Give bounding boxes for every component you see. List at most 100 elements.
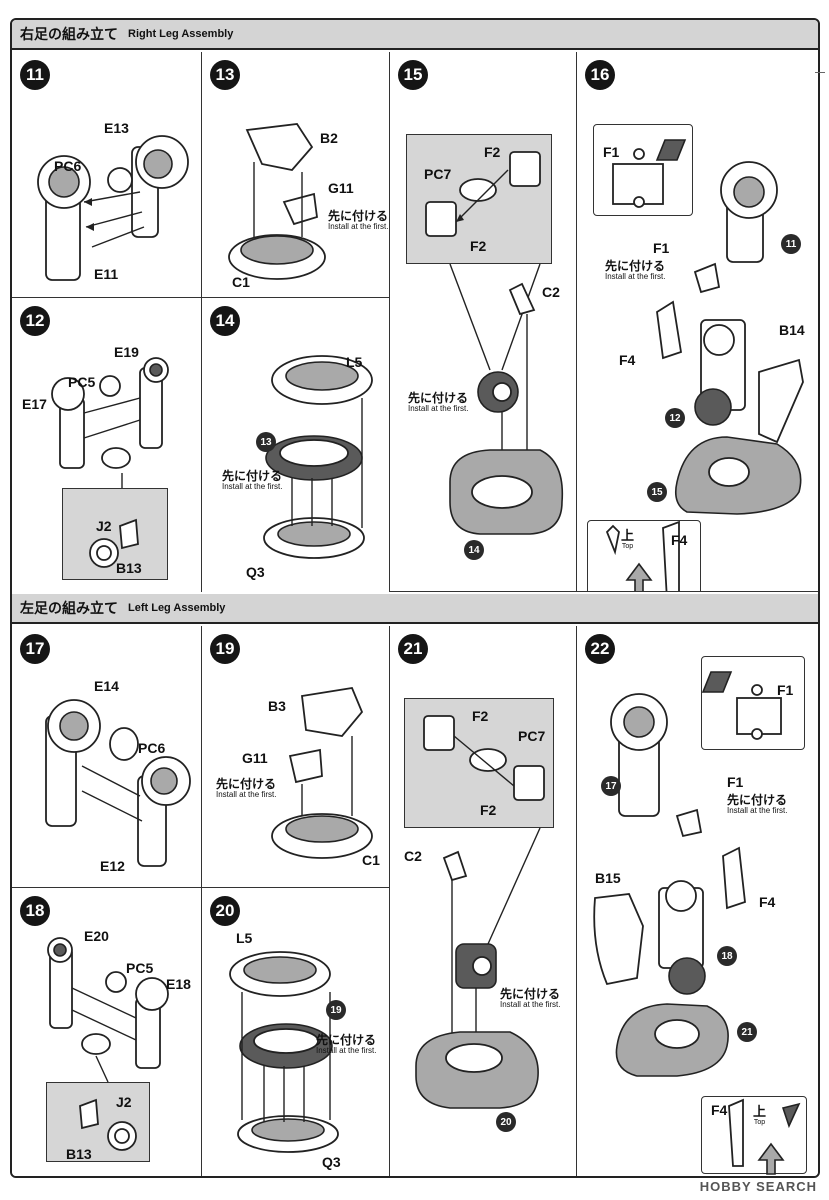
step-number-badge: 16 — [585, 60, 615, 90]
part-label: Q3 — [322, 1154, 341, 1170]
instruction-sheet: 右足の組み立て Right Leg Assembly 11 E13 PC6 E1… — [10, 18, 820, 1178]
part-label: B14 — [779, 322, 805, 338]
part-label: E17 — [22, 396, 47, 412]
part-label: F2 — [472, 708, 489, 724]
step-ref-badge: 19 — [326, 1000, 346, 1020]
section-header-right: 右足の組み立て Right Leg Assembly — [12, 20, 818, 50]
section-header-left: 左足の組み立て Left Leg Assembly — [12, 594, 818, 624]
step-ref-badge: 14 — [464, 540, 484, 560]
part-label: E13 — [104, 120, 129, 136]
part-label: PC6 — [54, 158, 82, 174]
part-label: E19 — [114, 344, 139, 360]
step-16-panel: 16 F1 F1 F4 B14 — [577, 52, 818, 592]
step-ref-badge: 21 — [737, 1022, 757, 1042]
part-label: PC5 — [126, 960, 154, 976]
part-label: F2 — [484, 144, 501, 160]
part-label: PC7 — [518, 728, 546, 744]
part-label: F4 — [671, 532, 688, 548]
part-label: F2 — [480, 802, 497, 818]
part-label: J2 — [116, 1094, 132, 1110]
step-22-illustration — [593, 671, 801, 1175]
registration-mark — [815, 72, 825, 82]
j2-b13-inset — [62, 488, 168, 580]
part-label: F1 — [777, 682, 794, 698]
part-label: E20 — [84, 928, 109, 944]
part-label: PC6 — [138, 740, 166, 756]
left-leg-section: 左足の組み立て Left Leg Assembly 17 E14 PC6 E12… — [12, 594, 818, 1176]
part-label: C2 — [404, 848, 422, 864]
part-label: F2 — [470, 238, 487, 254]
step-number-badge: 22 — [585, 634, 615, 664]
part-label: F1 — [603, 144, 620, 160]
part-label: B13 — [66, 1146, 92, 1162]
step-number-badge: 13 — [210, 60, 240, 90]
step-12-panel: 12 E19 PC5 E17 J2 B13 — [12, 298, 202, 592]
step-ref-badge: 18 — [717, 946, 737, 966]
step-ref-badge: 20 — [496, 1112, 516, 1132]
step-14-illustration — [263, 355, 373, 559]
part-label: F1 — [653, 240, 670, 256]
step-18-panel: 18 E20 PC5 E18 J2 B13 — [12, 888, 202, 1176]
step-17-illustration — [45, 699, 191, 867]
section-title-en: Right Leg Assembly — [128, 28, 234, 40]
step-number-badge: 20 — [210, 896, 240, 926]
step-ref-badge: 17 — [601, 776, 621, 796]
part-label: C1 — [232, 274, 250, 290]
part-label: B2 — [320, 130, 338, 146]
step-number-badge: 21 — [398, 634, 428, 664]
part-label: E11 — [94, 266, 119, 282]
step-ref-badge: 13 — [256, 432, 276, 452]
step-20-illustration — [229, 951, 339, 1153]
part-label: F1 — [727, 774, 744, 790]
step-number-badge: 18 — [20, 896, 50, 926]
part-label: E18 — [166, 976, 191, 992]
section-title-en: Left Leg Assembly — [128, 602, 226, 614]
part-label: C1 — [362, 852, 380, 868]
step-16-illustration — [605, 139, 804, 591]
part-label: B3 — [268, 698, 286, 714]
step-number-badge: 12 — [20, 306, 50, 336]
step-number-badge: 11 — [20, 60, 50, 90]
step-21-illustration — [415, 715, 545, 1109]
part-label: B13 — [116, 560, 142, 576]
part-label: Q3 — [246, 564, 265, 580]
step-number-badge: 14 — [210, 306, 240, 336]
step-17-panel: 17 E14 PC6 E12 — [12, 626, 202, 888]
step-11-illustration — [37, 135, 189, 281]
watermark-text: HOBBY SEARCH — [699, 1179, 817, 1194]
step-18-illustration — [47, 937, 169, 1151]
part-label: F4 — [619, 352, 636, 368]
step-ref-badge: 15 — [647, 482, 667, 502]
part-label: C2 — [542, 284, 560, 300]
step-19-illustration — [271, 686, 373, 859]
part-label: F4 — [759, 894, 776, 910]
part-label: G11 — [328, 180, 354, 196]
step-15-illustration — [425, 151, 564, 535]
section-title-jp: 左足の組み立て — [20, 601, 118, 617]
step-ref-badge: 11 — [781, 234, 801, 254]
part-label: J2 — [96, 518, 112, 534]
step-12-illustration — [51, 357, 169, 568]
part-label: B15 — [595, 870, 621, 886]
top-orientation-box — [701, 1096, 807, 1174]
section-title-jp: 右足の組み立て — [20, 27, 118, 43]
step-22-panel: 22 F1 F1 B15 F4 — [577, 626, 818, 1176]
step-number-badge: 19 — [210, 634, 240, 664]
right-leg-section: 右足の組み立て Right Leg Assembly 11 E13 PC6 E1… — [12, 20, 818, 592]
part-label: E14 — [94, 678, 119, 694]
